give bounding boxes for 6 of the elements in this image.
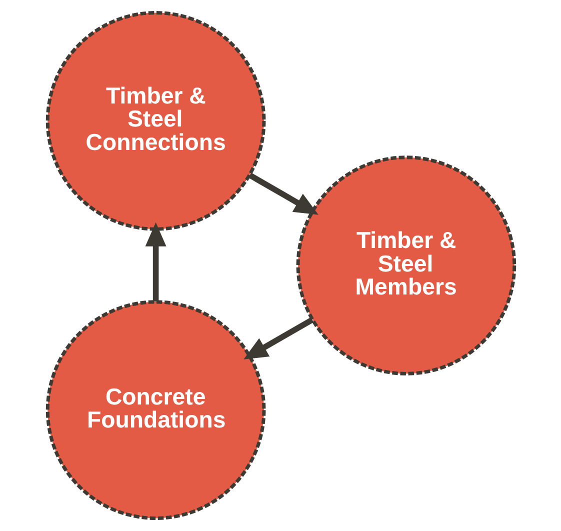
node-circle: Timber & Steel Members <box>296 156 516 376</box>
arrow <box>144 222 166 302</box>
node-circle: Concrete Foundations <box>45 300 266 520</box>
arrow <box>248 172 318 215</box>
node-circle: Timber & Steel Connections <box>45 11 266 231</box>
arrow <box>243 317 314 360</box>
